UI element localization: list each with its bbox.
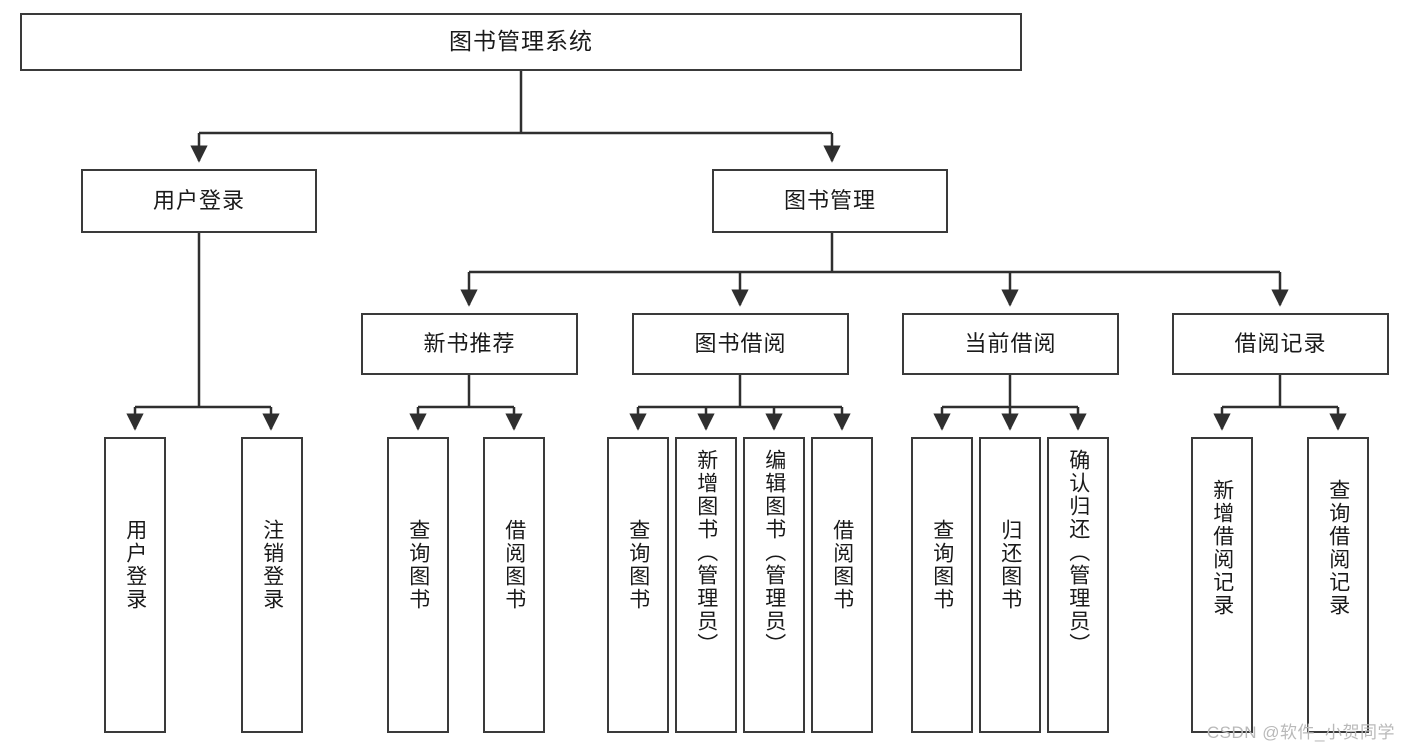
leaf-book-borrow-borrow[interactable]: 借阅图书 [811,437,873,733]
leaf-label: 新增借阅记录 [1210,479,1234,617]
leaf-current-borrow-confirm[interactable]: 确认归还（管理员） [1047,437,1109,733]
leaf-user-login-signin[interactable]: 用户登录 [104,437,166,733]
leaf-book-borrow-query[interactable]: 查询图书 [607,437,669,733]
leaf-label: 借阅图书 [830,519,854,611]
leaf-label: 注销登录 [260,519,284,611]
leaf-current-borrow-return[interactable]: 归还图书 [979,437,1041,733]
node-user-login[interactable]: 用户登录 [81,169,317,233]
leaf-borrow-record-add[interactable]: 新增借阅记录 [1191,437,1253,733]
leaf-label: 查询图书 [930,519,954,611]
leaf-label: 查询图书 [406,519,430,611]
leaf-current-borrow-query[interactable]: 查询图书 [911,437,973,733]
node-borrow-record[interactable]: 借阅记录 [1172,313,1389,375]
leaf-borrow-record-query[interactable]: 查询借阅记录 [1307,437,1369,733]
leaf-label: 用户登录 [123,519,147,611]
leaf-label: 查询图书 [626,519,650,611]
node-book-management[interactable]: 图书管理 [712,169,948,233]
leaf-new-book-query[interactable]: 查询图书 [387,437,449,733]
watermark: CSDN @软件_小贺同学 [1206,723,1395,742]
leaf-label: 新增图书（管理员） [694,449,718,656]
leaf-user-login-signout[interactable]: 注销登录 [241,437,303,733]
leaf-label: 编辑图书（管理员） [762,449,786,656]
node-new-book-recommend[interactable]: 新书推荐 [361,313,578,375]
leaf-book-borrow-edit[interactable]: 编辑图书（管理员） [743,437,805,733]
leaf-label: 借阅图书 [502,519,526,611]
node-current-borrow[interactable]: 当前借阅 [902,313,1119,375]
leaf-label: 查询借阅记录 [1326,479,1350,617]
leaf-new-book-borrow[interactable]: 借阅图书 [483,437,545,733]
node-root[interactable]: 图书管理系统 [20,13,1022,71]
leaf-book-borrow-add[interactable]: 新增图书（管理员） [675,437,737,733]
leaf-label: 确认归还（管理员） [1066,449,1090,656]
node-book-borrow[interactable]: 图书借阅 [632,313,849,375]
leaf-label: 归还图书 [998,519,1022,611]
